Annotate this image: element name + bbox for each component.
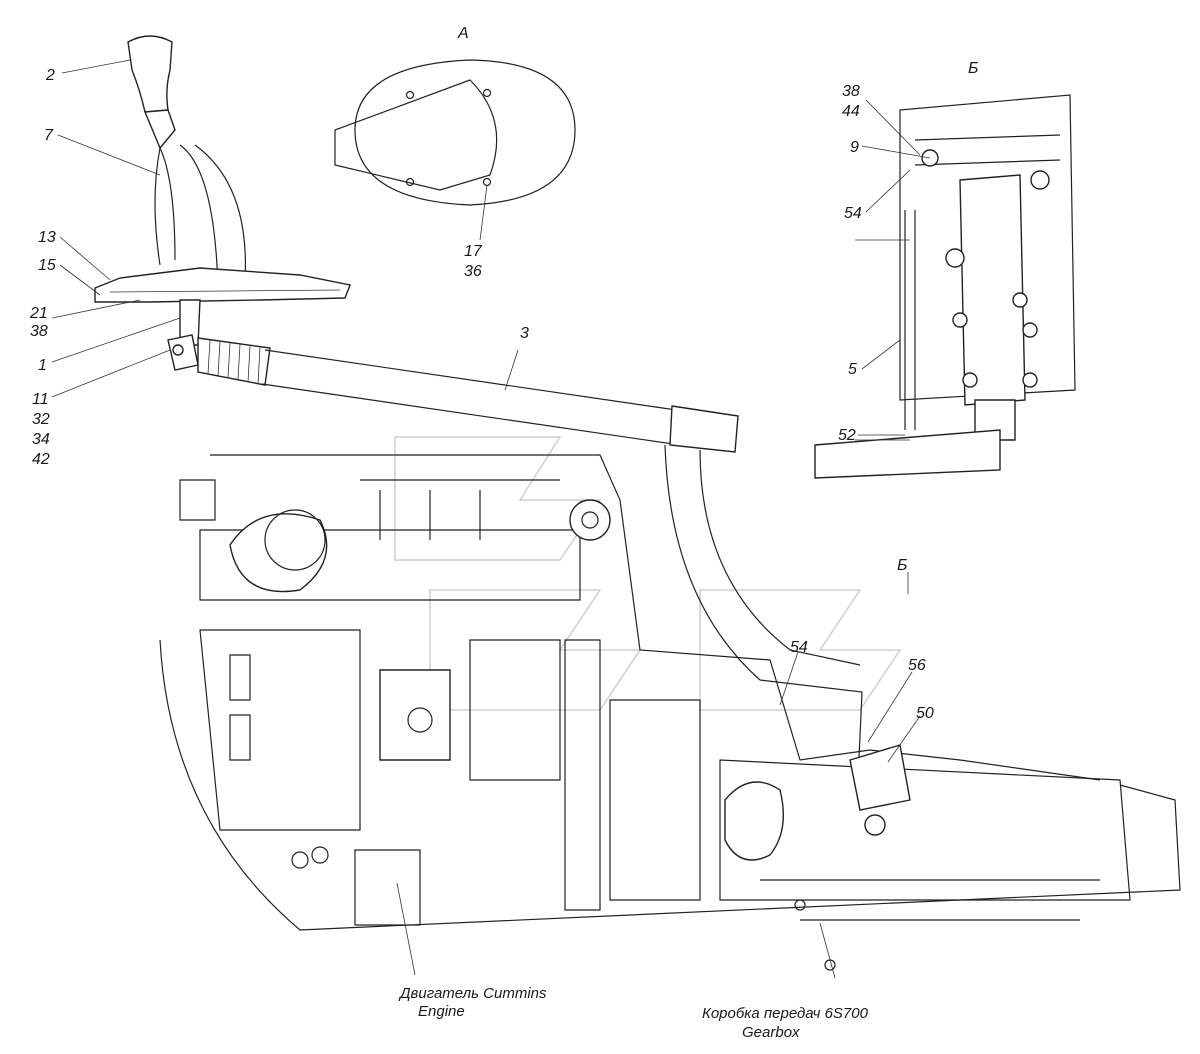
callout-50: 50 [916,705,934,722]
gearbox-caption-en: Gearbox [742,1024,800,1041]
callout-13: 13 [38,229,56,246]
callout-9: 9 [850,139,859,156]
callout-44: 44 [842,103,860,120]
view-a-flange [334,59,576,206]
callout-1: 1 [38,357,47,374]
callout-38-view-b: 38 [842,83,860,100]
callout-38-lever: 38 [30,323,48,340]
engine-caption-en: Engine [418,1003,465,1020]
callout-36: 36 [464,263,482,280]
gear-lever-assembly [94,35,863,781]
view-b-label: Б [968,60,978,77]
callout-17: 17 [464,243,483,260]
callout-52: 52 [838,427,856,444]
gearbox-caption-ru: Коробка передач 6S700 [702,1005,869,1022]
engine-block [199,629,361,831]
callout-2: 2 [45,67,55,84]
view-b-mechanism [814,94,1076,479]
callout-54-view-b: 54 [844,205,862,222]
leader-lines [51,59,931,979]
callout-15: 15 [38,257,56,274]
callout-labels: А Б Б 2 7 13 15 21 38 1 11 32 34 42 17 3… [29,25,978,722]
gearbox-body [719,759,1131,901]
lever-boot-base [94,267,351,303]
component-captions: Двигатель Cummins Engine Коробка передач… [398,985,869,1041]
callout-21: 21 [29,305,48,322]
callout-54-main: 54 [790,639,808,656]
view-b-direction-marker: Б [897,557,907,574]
lever-knob [127,35,173,113]
engine-caption-ru: Двигатель Cummins [398,985,547,1002]
rod-joint [669,405,739,453]
intake-pipe [229,513,328,593]
callout-56: 56 [908,657,926,674]
callout-42: 42 [32,451,50,468]
callout-32: 32 [32,411,50,428]
powertrain-outline [159,454,1181,971]
view-a-label: А [457,25,469,42]
callout-34: 34 [32,431,50,448]
callout-7: 7 [44,127,54,144]
bellhousing [609,699,701,901]
callout-3: 3 [520,325,529,342]
callout-11: 11 [32,391,49,408]
callout-5: 5 [848,361,857,378]
